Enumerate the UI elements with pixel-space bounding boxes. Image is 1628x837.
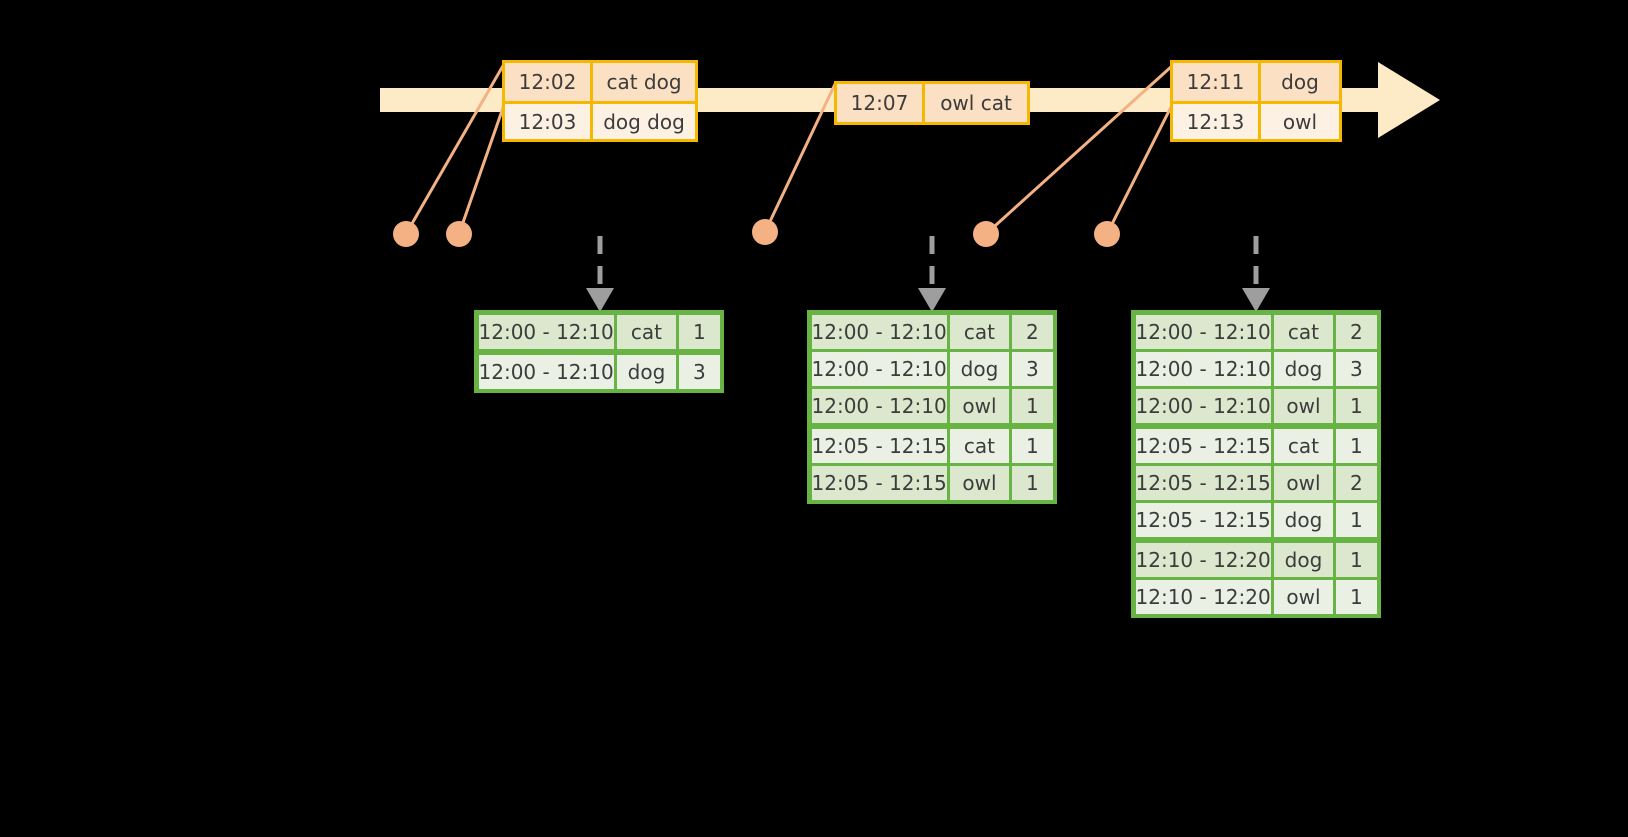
table-row: 12:00 - 12:10 dog 3	[477, 353, 721, 390]
connector-line-5	[1105, 104, 1174, 235]
marker-dots	[393, 219, 1120, 247]
count-cell: 1	[1336, 502, 1377, 537]
count-cell: 3	[1012, 351, 1053, 386]
word-cell: cat	[949, 428, 1010, 463]
word-cell: cat	[949, 314, 1010, 349]
table-row: 12:05 - 12:15 owl 1	[810, 464, 1054, 501]
word-cell: cat	[1273, 314, 1334, 349]
marker-dot-3	[752, 219, 778, 245]
word-cell: cat	[616, 314, 677, 349]
event-time: 12:03	[505, 104, 590, 139]
marker-dot-2	[446, 221, 472, 247]
word-cell: dog	[949, 351, 1010, 386]
table-row: 12:00 - 12:10 owl 1	[1134, 387, 1378, 427]
event-words: dog dog	[590, 104, 695, 139]
word-cell: dog	[1273, 351, 1334, 386]
connector-line-1	[404, 63, 506, 235]
count-cell: 1	[679, 314, 720, 349]
window-cell: 12:00 - 12:10	[811, 314, 947, 349]
word-cell: owl	[949, 465, 1010, 500]
result-table-3[interactable]: 12:00 - 12:10 cat 2 12:00 - 12:10 dog 3 …	[1131, 310, 1381, 618]
table-row: 12:05 - 12:15 cat 1	[810, 427, 1054, 464]
connector-line-2	[457, 104, 506, 235]
event-box-1[interactable]: 12:02 cat dog 12:03 dog dog	[502, 60, 698, 142]
event-box-3[interactable]: 12:11 dog 12:13 owl	[1170, 60, 1342, 142]
count-cell: 2	[1336, 465, 1377, 500]
dashed-arrow-head-3	[1242, 288, 1270, 312]
word-cell: owl	[1273, 388, 1334, 423]
window-cell: 12:05 - 12:15	[1135, 428, 1271, 463]
event-words: owl	[1258, 104, 1339, 139]
event-words: cat dog	[590, 63, 695, 101]
window-cell: 12:05 - 12:15	[811, 465, 947, 500]
window-cell: 12:00 - 12:10	[478, 314, 614, 349]
event-time: 12:11	[1173, 63, 1258, 101]
window-cell: 12:00 - 12:10	[811, 388, 947, 423]
dashed-arrow-head-1	[586, 288, 614, 312]
window-cell: 12:00 - 12:10	[811, 351, 947, 386]
table-row: 12:10 - 12:20 dog 1	[1134, 541, 1378, 578]
table-row: 12:00 - 12:10 cat 2	[810, 313, 1054, 350]
window-cell: 12:00 - 12:10	[1135, 314, 1271, 349]
window-cell: 12:10 - 12:20	[1135, 579, 1271, 614]
event-time: 12:02	[505, 63, 590, 101]
table-row: 12:00 - 12:10 dog 3	[810, 350, 1054, 387]
count-cell: 1	[1336, 579, 1377, 614]
event-row: 12:11 dog	[1173, 63, 1339, 101]
window-cell: 12:05 - 12:15	[1135, 502, 1271, 537]
table-row: 12:00 - 12:10 cat 1	[477, 313, 721, 353]
window-cell: 12:00 - 12:10	[1135, 351, 1271, 386]
word-cell: owl	[1273, 579, 1334, 614]
word-cell: cat	[1273, 428, 1334, 463]
window-cell: 12:10 - 12:20	[1135, 542, 1271, 577]
window-cell: 12:05 - 12:15	[1135, 465, 1271, 500]
event-time: 12:07	[837, 84, 922, 122]
word-cell: owl	[949, 388, 1010, 423]
result-table-2[interactable]: 12:00 - 12:10 cat 2 12:00 - 12:10 dog 3 …	[807, 310, 1057, 504]
table-row: 12:05 - 12:15 cat 1	[1134, 427, 1378, 464]
count-cell: 1	[1012, 388, 1053, 423]
table-row: 12:00 - 12:10 dog 3	[1134, 350, 1378, 387]
word-cell: owl	[1273, 465, 1334, 500]
marker-dot-5	[1094, 221, 1120, 247]
event-row: 12:03 dog dog	[505, 101, 695, 139]
event-row: 12:07 owl cat	[837, 84, 1027, 122]
table-row: 12:00 - 12:10 owl 1	[810, 387, 1054, 427]
count-cell: 3	[679, 354, 720, 389]
table-row: 12:05 - 12:15 dog 1	[1134, 501, 1378, 541]
count-cell: 2	[1012, 314, 1053, 349]
word-cell: dog	[616, 354, 677, 389]
count-cell: 1	[1012, 428, 1053, 463]
word-cell: dog	[1273, 542, 1334, 577]
count-cell: 1	[1012, 465, 1053, 500]
table-row: 12:00 - 12:10 cat 2	[1134, 313, 1378, 350]
event-words: dog	[1258, 63, 1339, 101]
count-cell: 2	[1336, 314, 1377, 349]
dashed-arrow-head-2	[918, 288, 946, 312]
window-cell: 12:05 - 12:15	[811, 428, 947, 463]
count-cell: 1	[1336, 428, 1377, 463]
count-cell: 1	[1336, 542, 1377, 577]
event-row: 12:13 owl	[1173, 101, 1339, 139]
connector-line-3	[763, 81, 838, 233]
result-table-1[interactable]: 12:00 - 12:10 cat 1 12:00 - 12:10 dog 3	[474, 310, 724, 393]
count-cell: 3	[1336, 351, 1377, 386]
event-words: owl cat	[922, 84, 1027, 122]
table-row: 12:05 - 12:15 owl 2	[1134, 464, 1378, 501]
dashed-trigger-arrows	[597, 236, 1259, 292]
marker-dot-1	[393, 221, 419, 247]
window-cell: 12:00 - 12:10	[478, 354, 614, 389]
window-cell: 12:00 - 12:10	[1135, 388, 1271, 423]
table-row: 12:10 - 12:20 owl 1	[1134, 578, 1378, 615]
word-cell: dog	[1273, 502, 1334, 537]
count-cell: 1	[1336, 388, 1377, 423]
event-box-2[interactable]: 12:07 owl cat	[834, 81, 1030, 125]
dashed-arrow-heads	[586, 288, 1270, 312]
event-time: 12:13	[1173, 104, 1258, 139]
marker-dot-4	[973, 221, 999, 247]
event-row: 12:02 cat dog	[505, 63, 695, 101]
